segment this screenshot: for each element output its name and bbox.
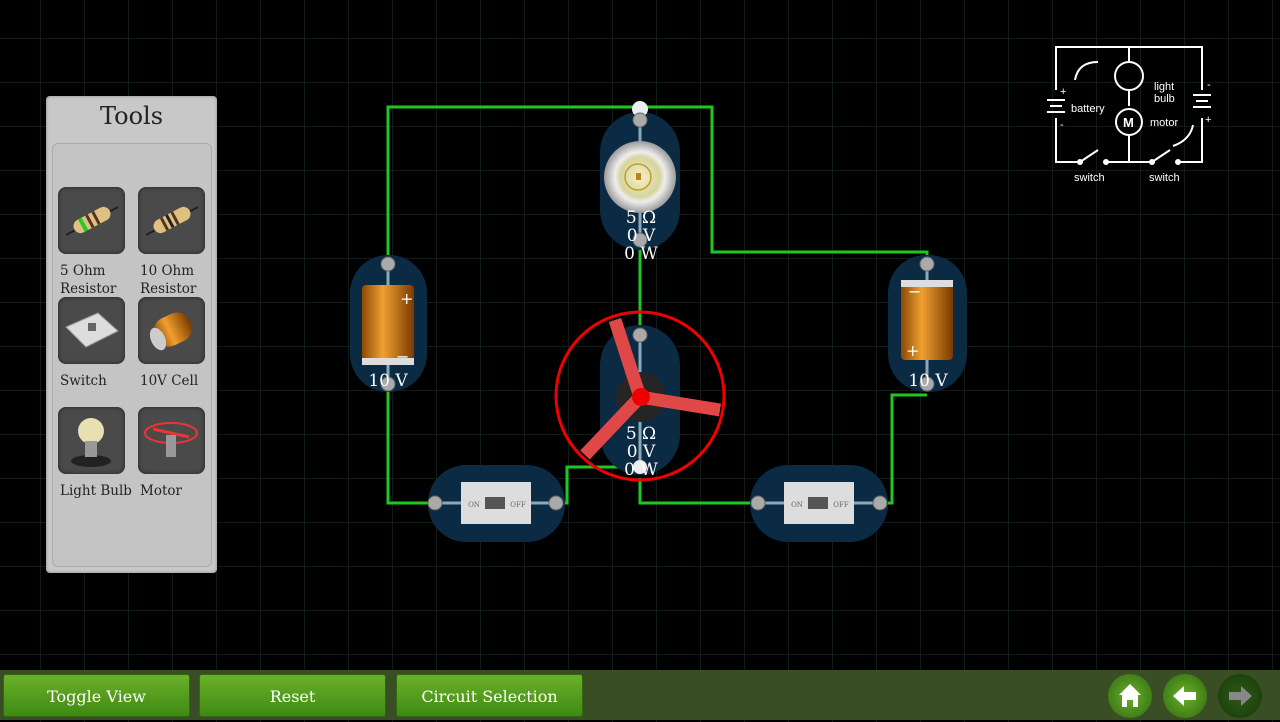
bulb-power: 0 W [624, 244, 658, 264]
battery-icon [149, 312, 192, 351]
svg-text:bulb: bulb [1154, 93, 1175, 105]
forward-button[interactable] [1218, 674, 1262, 718]
circuit-board: + − 10 V − + 10 V 5 Ω 0 V 0 W [350, 101, 967, 542]
svg-text:M: M [1123, 115, 1134, 130]
bottom-toolbar: Toggle View Reset Circuit Selection [0, 670, 1280, 720]
toggle-view-button[interactable]: Toggle View [3, 674, 190, 717]
wire-top [386, 105, 929, 262]
tool-light-bulb[interactable] [58, 407, 125, 474]
tool-label: Motor [140, 483, 182, 499]
tool-motor[interactable] [138, 407, 205, 474]
resistor-10ohm-icon [145, 206, 199, 236]
battery-right-voltage: 10 V [908, 371, 948, 391]
motor-power: 0 W [624, 460, 658, 480]
tool-label: Switch [60, 373, 107, 389]
svg-text:+: + [1205, 114, 1211, 126]
motor-voltage: 0 V [627, 442, 656, 462]
light-bulb-icon [71, 418, 111, 467]
motor-resistance: 5 Ω [626, 424, 656, 444]
svg-text:−: − [396, 347, 409, 366]
tools-title: Tools [99, 102, 164, 130]
bulb-resistance: 5 Ω [626, 208, 656, 228]
reset-button[interactable]: Reset [199, 674, 386, 717]
switch-icon [65, 312, 119, 348]
svg-text:ON: ON [468, 501, 480, 509]
arrow-left-icon [1173, 686, 1196, 706]
home-icon [1119, 684, 1141, 707]
svg-text:switch: switch [1149, 172, 1180, 184]
svg-text:light: light [1154, 81, 1174, 93]
motor-icon [144, 422, 198, 457]
svg-text:-: - [1207, 79, 1211, 91]
home-button[interactable] [1108, 674, 1152, 718]
svg-text:switch: switch [1074, 172, 1105, 184]
svg-text:-: - [1060, 119, 1064, 131]
wire-left-bottom [386, 385, 435, 505]
back-button[interactable] [1163, 674, 1207, 718]
tool-label: Light Bulb [60, 483, 132, 499]
battery-left-voltage: 10 V [368, 371, 408, 391]
resistor-5ohm-icon [65, 206, 119, 236]
svg-text:motor: motor [1150, 117, 1178, 129]
wire-motor-switch2 [638, 478, 757, 505]
tool-switch[interactable] [58, 297, 125, 364]
switch-left[interactable]: ON OFF [427, 465, 565, 542]
switch-right[interactable]: ON OFF [750, 465, 888, 542]
svg-text:battery: battery [1071, 103, 1105, 115]
tool-10v-cell[interactable] [138, 297, 205, 364]
svg-text:+: + [1060, 86, 1066, 98]
svg-text:OFF: OFF [510, 501, 526, 509]
svg-text:OFF: OFF [833, 501, 849, 509]
bulb-voltage: 0 V [627, 226, 656, 246]
svg-text:ON: ON [791, 501, 803, 509]
svg-text:+: + [906, 341, 919, 360]
tool-10-ohm-resistor[interactable] [138, 187, 205, 254]
tool-5-ohm-resistor[interactable] [58, 187, 125, 254]
battery-right[interactable]: − + 10 V [888, 255, 967, 392]
battery-left[interactable]: + − 10 V [350, 255, 427, 392]
motor[interactable]: 5 Ω 0 V 0 W [554, 310, 726, 482]
wire-switch2-right [884, 393, 927, 505]
light-bulb[interactable]: 5 Ω 0 V 0 W [600, 101, 680, 264]
svg-text:+: + [400, 289, 413, 308]
circuit-selection-button[interactable]: Circuit Selection [396, 674, 583, 717]
fan-blades-icon [580, 317, 722, 460]
tool-label: 10V Cell [140, 373, 199, 389]
arrow-right-icon [1229, 686, 1252, 706]
svg-text:−: − [908, 282, 921, 301]
